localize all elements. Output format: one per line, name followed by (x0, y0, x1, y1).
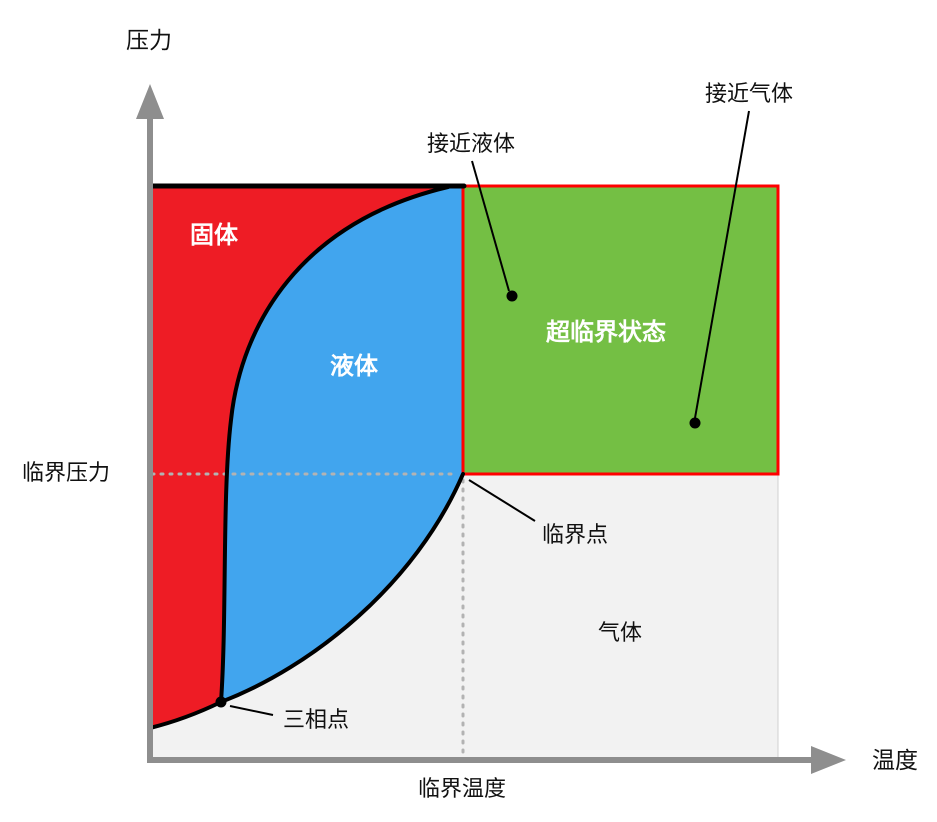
liquid-region (221, 186, 463, 702)
gas-region-label: 气体 (598, 621, 642, 646)
vaporization-curve (219, 472, 465, 704)
triple-point-dot (215, 696, 227, 708)
triple-point-label: 三相点 (283, 708, 349, 733)
near-liquid-marker-dot (506, 290, 518, 302)
critical-point-pointer-line (468, 479, 536, 522)
solid-region (150, 186, 448, 728)
x-axis-label: 温度 (872, 748, 918, 774)
triple-point-pointer-line (229, 705, 274, 716)
sublimation-curve (148, 700, 223, 730)
supercritical-region (461, 184, 780, 476)
near-gas-pointer-line (694, 110, 750, 419)
supercritical-region-label: 超临界状态 (546, 318, 666, 346)
melting-curve (219, 185, 450, 704)
liquid-region-label: 液体 (330, 352, 379, 380)
critical-pressure-label: 临界压力 (22, 461, 110, 486)
near-gas-label: 接近气体 (705, 82, 793, 107)
solid-region-label: 固体 (190, 221, 239, 249)
near-liquid-pointer-line (471, 160, 510, 292)
critical-temperature-label: 临界温度 (418, 777, 506, 802)
critical-point-label: 临界点 (542, 523, 608, 548)
near-gas-marker-dot (689, 417, 701, 429)
x-axis-arrowhead (811, 746, 846, 774)
y-axis-arrowhead (136, 84, 164, 119)
y-axis-label: 压力 (126, 28, 172, 54)
near-liquid-label: 接近液体 (427, 132, 515, 157)
